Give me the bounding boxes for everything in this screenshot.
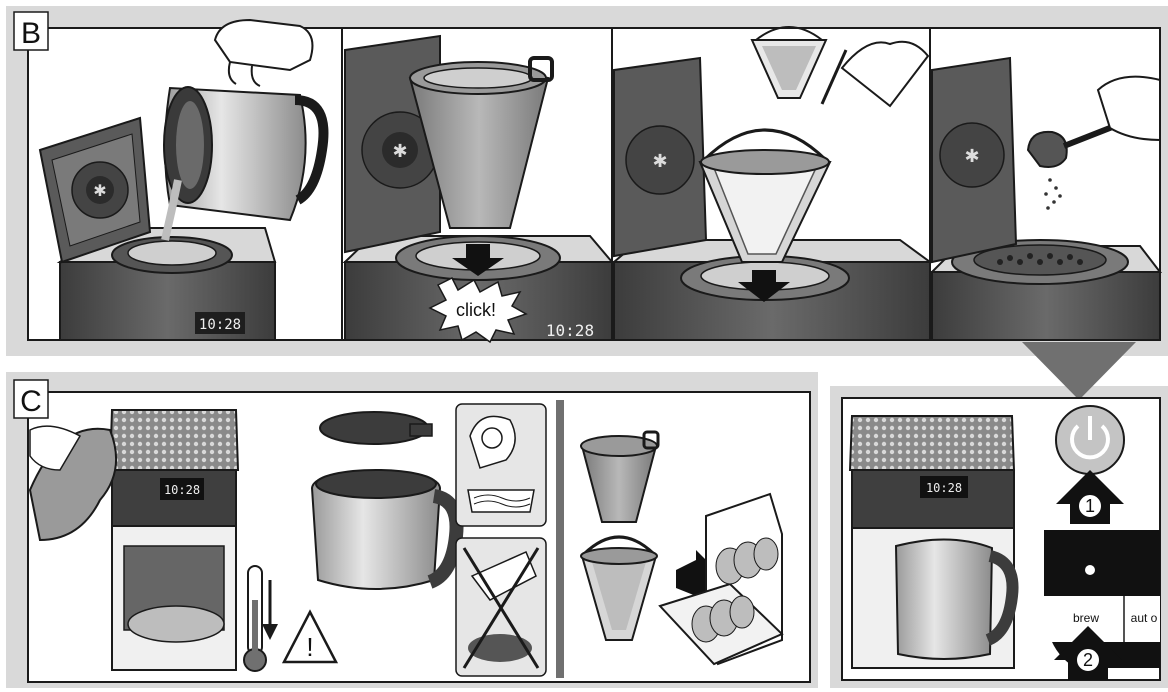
wipe-machine-illustration: 10:28 <box>28 409 240 671</box>
warning-mark: ! <box>306 632 313 662</box>
dishwasher-illustration <box>580 430 784 666</box>
display-b2: 10:28 <box>546 321 594 340</box>
display-b1: 10:28 <box>199 317 241 333</box>
auto-label: aut o <box>1131 611 1158 625</box>
section-b: B ✱ 10:28 <box>13 11 1163 344</box>
step-2-label: 2 <box>1083 650 1093 670</box>
carafe-illustration <box>310 411 464 590</box>
section-c-label-box <box>13 379 49 419</box>
cleaning-icons <box>455 403 547 677</box>
svg-text:✱: ✱ <box>652 151 667 172</box>
add-coffee-illustration: ✱ <box>929 56 1163 341</box>
insert-paper-filter-illustration: ✱ <box>611 26 934 341</box>
brew-label: brew <box>1073 611 1099 625</box>
power-button-icon <box>1055 405 1125 475</box>
insert-filter-holder-illustration: ✱ click! 10:28 <box>342 34 615 344</box>
click-label: click! <box>456 300 496 320</box>
svg-text:✱: ✱ <box>392 141 407 162</box>
section-c-label: C <box>20 385 42 418</box>
section-d: 10:28 1 brew aut o 2 <box>841 397 1161 681</box>
brew-control-panel: brew aut o <box>1044 530 1160 668</box>
cooling-warning: ! <box>243 565 339 672</box>
svg-text:✱: ✱ <box>964 146 979 167</box>
pour-water-illustration: ✱ 10:28 <box>38 18 329 341</box>
warning-triangle-icon <box>281 609 339 664</box>
display-c: 10:28 <box>164 483 200 497</box>
section-c-divider <box>556 400 564 678</box>
section-c: C 10:28 ! <box>13 379 811 683</box>
coffee-machine-illustration: 10:28 <box>848 415 1019 669</box>
next-step-arrow <box>1022 342 1136 400</box>
display-d: 10:28 <box>926 481 962 495</box>
shower-head-star: ✱ <box>93 181 106 200</box>
section-b-label-box <box>13 11 49 51</box>
step-1-label: 1 <box>1085 496 1095 516</box>
section-b-label: B <box>21 17 41 50</box>
